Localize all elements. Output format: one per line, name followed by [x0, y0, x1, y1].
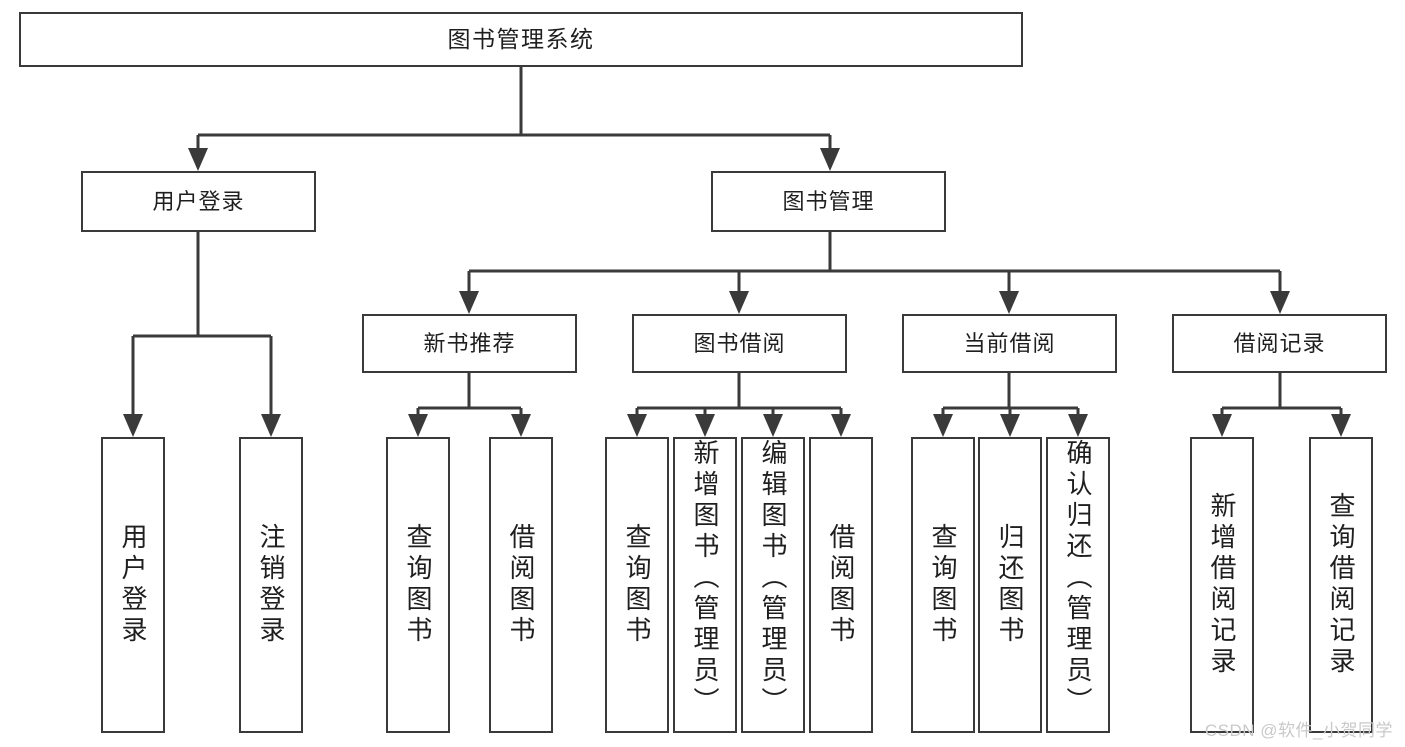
leaf-borrow-borrow-book[interactable]: 借阅图书 — [809, 437, 873, 733]
node-label: 当前借阅 — [963, 330, 1056, 356]
node-book-borrow[interactable]: 图书借阅 — [632, 314, 847, 373]
leaf-borrow-query-book[interactable]: 查询图书 — [605, 437, 669, 733]
leaf-record-query-record[interactable]: 查询借阅记录 — [1309, 437, 1373, 733]
node-book-management-system[interactable]: 图书管理系统 — [19, 12, 1023, 67]
node-label: 确认归还（管理员） — [1063, 439, 1093, 718]
node-user-login[interactable]: 用户登录 — [81, 171, 316, 232]
node-label: 图书管理 — [782, 188, 875, 214]
node-borrow-record[interactable]: 借阅记录 — [1172, 314, 1387, 373]
leaf-current-confirm-return-admin[interactable]: 确认归还（管理员） — [1046, 437, 1110, 733]
node-label: 查询图书 — [622, 523, 652, 647]
leaf-user-login-logout[interactable]: 注销登录 — [239, 437, 303, 733]
node-label: 用户登录 — [118, 523, 148, 647]
node-current-borrow[interactable]: 当前借阅 — [902, 314, 1117, 373]
node-label: 注销登录 — [256, 523, 286, 647]
node-label: 新增图书（管理员） — [690, 439, 720, 718]
node-label: 借阅图书 — [506, 523, 536, 647]
node-label: 编辑图书（管理员） — [758, 439, 788, 718]
node-label: 借阅记录 — [1233, 330, 1326, 356]
leaf-current-query-book[interactable]: 查询图书 — [911, 437, 975, 733]
arrowhead-layer — [123, 148, 1351, 437]
node-label: 新书推荐 — [423, 330, 516, 356]
leaf-recommend-borrow-book[interactable]: 借阅图书 — [489, 437, 553, 733]
leaf-borrow-edit-book-admin[interactable]: 编辑图书（管理员） — [741, 437, 805, 733]
leaf-borrow-add-book-admin[interactable]: 新增图书（管理员） — [673, 437, 737, 733]
leaf-current-return-book[interactable]: 归还图书 — [978, 437, 1042, 733]
leaf-user-login-login[interactable]: 用户登录 — [101, 437, 165, 733]
node-label: 查询图书 — [403, 523, 433, 647]
node-label: 借阅图书 — [826, 523, 856, 647]
node-label: 用户登录 — [152, 188, 245, 214]
leaf-record-add-record[interactable]: 新增借阅记录 — [1190, 437, 1254, 733]
node-label: 查询图书 — [928, 523, 958, 647]
node-book-management[interactable]: 图书管理 — [711, 171, 946, 232]
node-new-book-recommend[interactable]: 新书推荐 — [362, 314, 577, 373]
csdn-watermark: CSDN @软件_小贺同学 — [1204, 721, 1393, 740]
node-label: 图书借阅 — [693, 330, 786, 356]
node-label: 图书管理系统 — [447, 25, 595, 52]
node-label: 归还图书 — [995, 523, 1025, 647]
node-label: 新增借阅记录 — [1207, 492, 1237, 678]
leaf-recommend-query-book[interactable]: 查询图书 — [386, 437, 450, 733]
node-label: 查询借阅记录 — [1326, 492, 1356, 678]
